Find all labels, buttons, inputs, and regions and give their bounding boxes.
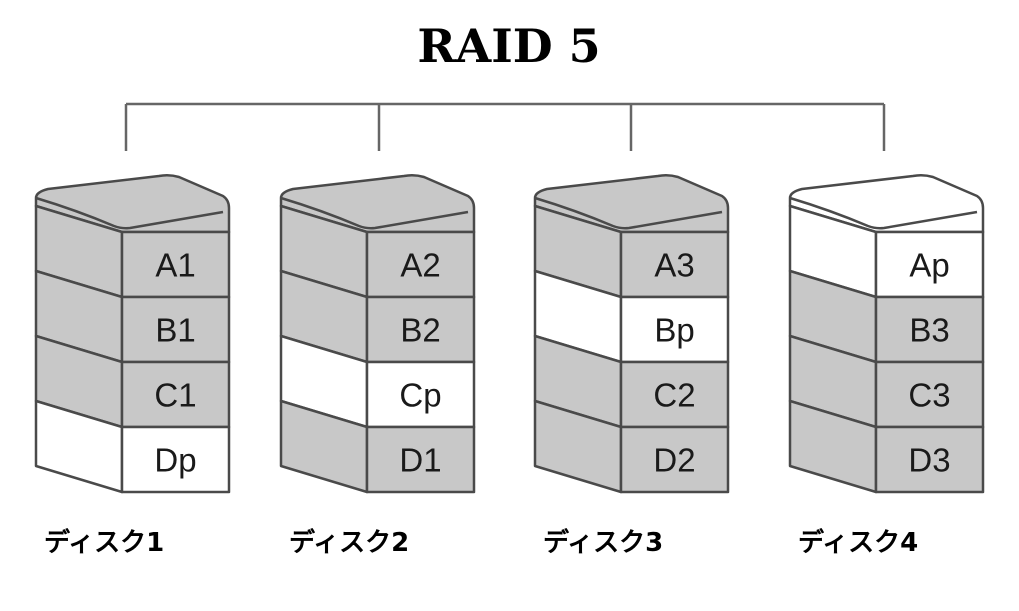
block-front-face	[120, 230, 231, 299]
parity-block: Ap	[788, 204, 985, 299]
disk-top-cap	[533, 173, 730, 234]
block-front-face	[365, 230, 476, 299]
data-block: D1	[279, 399, 476, 494]
disk-label: ディスク1	[44, 527, 164, 558]
disk-top-cap	[34, 173, 231, 234]
block-label: Dp	[154, 442, 196, 479]
block-label: Bp	[654, 312, 694, 349]
block-label: A1	[155, 247, 195, 284]
disk-array: A1B1C1Dpディスク1A2B2CpD1ディスク2A3BpC2D2ディスク3A…	[34, 173, 985, 558]
block-front-face	[874, 230, 985, 299]
data-block: D3	[788, 399, 985, 494]
parity-block: Dp	[34, 399, 231, 494]
block-label: B2	[400, 312, 440, 349]
disk-label: ディスク4	[798, 527, 918, 558]
block-front-face	[120, 425, 231, 494]
block-front-face	[874, 425, 985, 494]
block-front-face	[619, 425, 730, 494]
block-label: Ap	[909, 247, 949, 284]
block-front-face	[619, 295, 730, 364]
block-label: D2	[653, 442, 695, 479]
data-block: B2	[279, 269, 476, 364]
disk-top-cap	[788, 173, 985, 234]
data-block: A3	[533, 204, 730, 299]
block-label: C1	[154, 377, 196, 414]
block-front-face	[365, 425, 476, 494]
data-block: C2	[533, 334, 730, 429]
block-label: D3	[908, 442, 950, 479]
disk-label: ディスク2	[289, 527, 409, 558]
block-front-face	[619, 360, 730, 429]
data-block: A1	[34, 204, 231, 299]
block-front-face	[365, 360, 476, 429]
parity-block: Cp	[279, 334, 476, 429]
block-label: D1	[399, 442, 441, 479]
data-block: D2	[533, 399, 730, 494]
disk-top-edge	[789, 196, 978, 230]
disk-top-edge	[280, 196, 469, 230]
block-label: B1	[155, 312, 195, 349]
block-front-face	[120, 295, 231, 364]
block-label: C3	[908, 377, 950, 414]
disk-top-cap	[279, 173, 476, 234]
block-label: Cp	[399, 377, 441, 414]
block-label: C2	[653, 377, 695, 414]
diagram-title: RAID 5	[417, 19, 600, 73]
disk-top-edge	[534, 196, 723, 230]
block-label: B3	[909, 312, 949, 349]
disk-top-edge	[35, 196, 224, 230]
data-block: B1	[34, 269, 231, 364]
block-label: A3	[654, 247, 694, 284]
raid-connector	[124, 102, 886, 151]
block-label: A2	[400, 247, 440, 284]
data-block: B3	[788, 269, 985, 364]
disk-label: ディスク3	[543, 527, 663, 558]
